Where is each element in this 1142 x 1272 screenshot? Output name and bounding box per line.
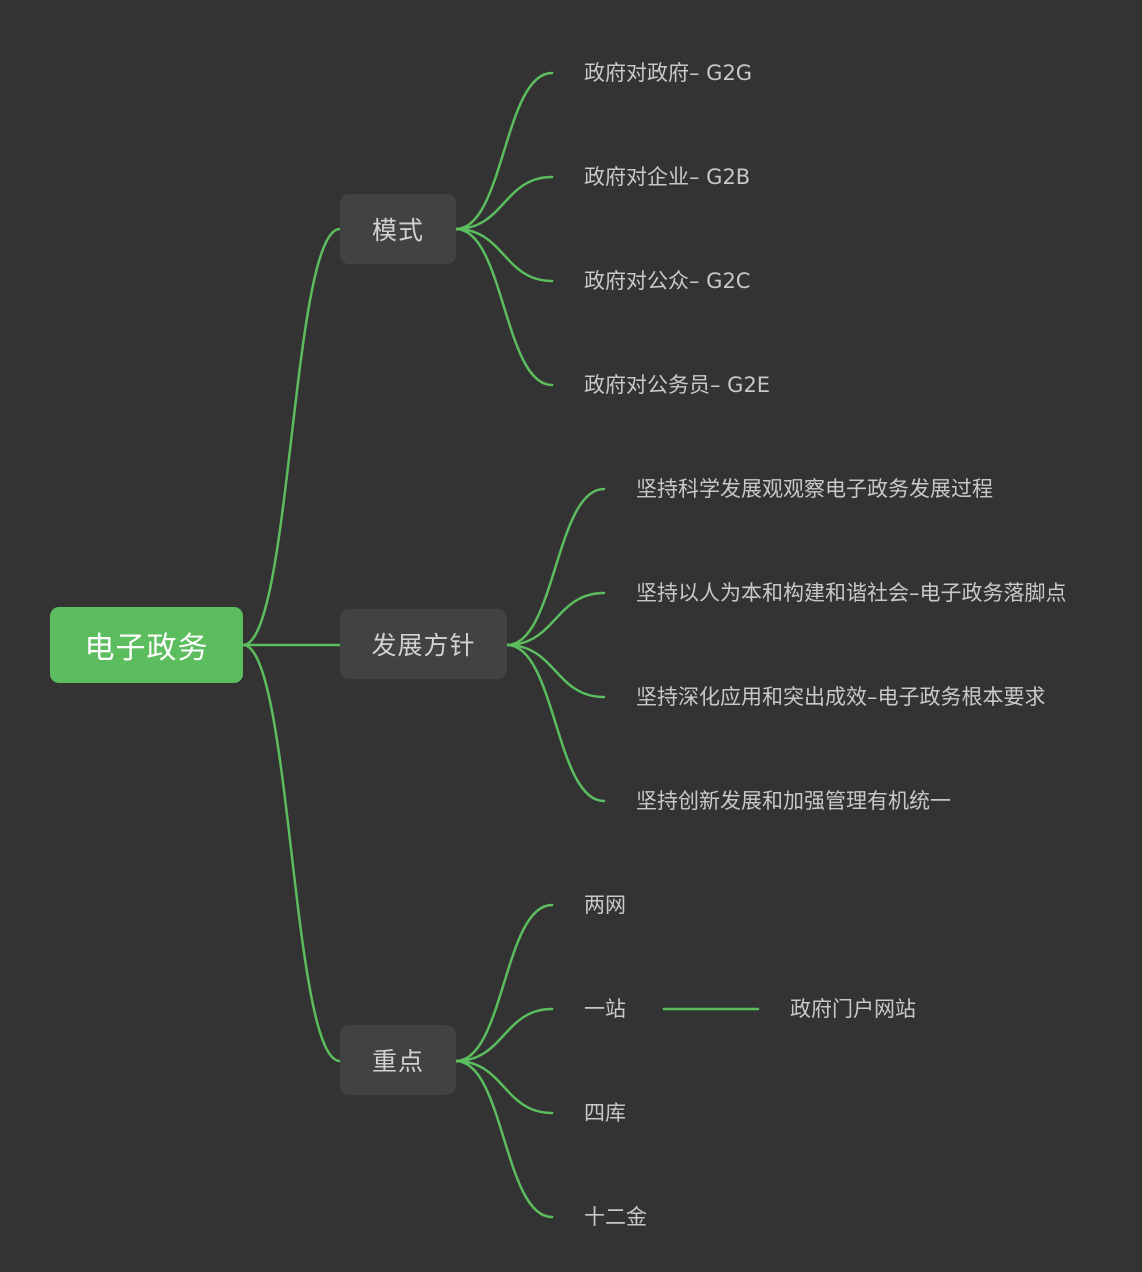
connector-focus-leaf-4: [454, 1059, 554, 1219]
leaf-label: 坚持深化应用和突出成效–电子政务根本要求: [636, 685, 1046, 709]
leaf-label: 一站: [584, 997, 626, 1021]
branch-label: 重点: [371, 1047, 424, 1076]
leaf-node-twelve-golden[interactable]: 十二金: [584, 1202, 647, 1232]
leaf-label: 政府对公众– G2C: [584, 269, 751, 293]
leaf-node-one-station[interactable]: 一站: [584, 994, 626, 1024]
connector-policy-leaf-3: [505, 643, 606, 699]
leaf-label: 政府对企业– G2B: [584, 165, 751, 189]
leaf-node-two-networks[interactable]: 两网: [584, 890, 626, 920]
leaf-label: 两网: [584, 893, 626, 917]
connector-mode-leaf-4: [454, 227, 554, 387]
connector-mode-leaf-2: [454, 175, 554, 231]
branch-node-mode[interactable]: 模式: [340, 194, 456, 264]
leaf-label: 坚持科学发展观观察电子政务发展过程: [636, 477, 993, 501]
root-label: 电子政务: [84, 631, 209, 666]
leaf-node-policy-4[interactable]: 坚持创新发展和加强管理有机统一: [636, 786, 951, 816]
leaf-node-policy-1[interactable]: 坚持科学发展观观察电子政务发展过程: [636, 474, 993, 504]
connector-focus-leaf-2: [454, 1007, 554, 1063]
leaf-node-policy-2[interactable]: 坚持以人为本和构建和谐社会–电子政务落脚点: [636, 578, 1067, 608]
branch-node-focus[interactable]: 重点: [340, 1025, 456, 1095]
connector-root-focus: [241, 643, 342, 1063]
leaf-label: 坚持创新发展和加强管理有机统一: [636, 789, 951, 813]
connector-focus-leaf-1: [454, 903, 554, 1063]
connector-mode-leaf-1: [454, 71, 554, 231]
leaf-label: 政府门户网站: [790, 997, 916, 1021]
connector-root-mode: [241, 227, 342, 647]
leaf-label: 坚持以人为本和构建和谐社会–电子政务落脚点: [636, 581, 1067, 605]
leaf-node-g2b[interactable]: 政府对企业– G2B: [584, 162, 750, 192]
connector-mode-leaf-3: [454, 227, 554, 283]
leaf-node-g2e[interactable]: 政府对公务员– G2E: [584, 370, 770, 400]
leaf-node-portal-website[interactable]: 政府门户网站: [790, 994, 916, 1024]
branch-label: 发展方针: [371, 631, 476, 660]
branch-node-policy[interactable]: 发展方针: [340, 609, 507, 679]
leaf-node-four-databases[interactable]: 四库: [584, 1098, 626, 1128]
connector-focus-leaf-3: [454, 1059, 554, 1115]
connector-policy-leaf-1: [505, 487, 606, 647]
connector-policy-leaf-4: [505, 643, 606, 803]
leaf-label: 十二金: [584, 1205, 647, 1229]
leaf-node-g2c[interactable]: 政府对公众– G2C: [584, 266, 750, 296]
branch-label: 模式: [371, 216, 424, 245]
leaf-node-g2g[interactable]: 政府对政府– G2G: [584, 58, 752, 88]
root-node[interactable]: 电子政务: [50, 607, 243, 683]
leaf-node-policy-3[interactable]: 坚持深化应用和突出成效–电子政务根本要求: [636, 682, 1046, 712]
connector-policy-leaf-2: [505, 591, 606, 647]
leaf-label: 政府对政府– G2G: [584, 61, 753, 85]
leaf-label: 四库: [584, 1101, 626, 1125]
leaf-label: 政府对公务员– G2E: [584, 373, 771, 397]
